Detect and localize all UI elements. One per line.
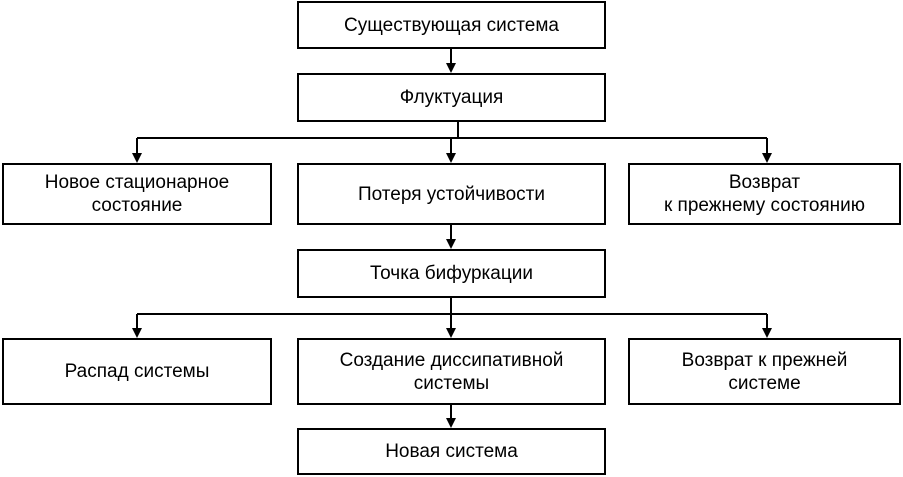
node-label: Новое стационарное состояние [44,172,230,216]
node-new-system: Новая система [297,428,606,475]
node-label: Существующая система [344,14,559,36]
arrowhead-return1 [762,153,772,163]
node-label: Флуктуация [399,87,504,108]
node-label: Точка бифуркации [370,263,533,284]
node-return-previous-system: Возврат к прежней системе [628,338,901,405]
arrowhead-loss [446,153,456,163]
node-return-previous-state: Возврат к прежнему состоянию [628,163,901,225]
arrowhead-bifurcation [446,239,456,249]
node-loss-of-stability: Потеря устойчивости [297,163,606,225]
node-label: Возврат к прежней системе [681,349,848,394]
node-label: Возврат к прежнему состоянию [663,172,866,216]
arrowhead-fluctuation [446,63,456,73]
arrowhead-dissip [446,328,456,338]
node-label: Распад системы [64,361,210,382]
arrowhead-decay [132,328,142,338]
node-dissipative-system: Создание диссипативной системы [297,338,606,405]
arrowhead-newstat [132,153,142,163]
node-existing-system: Существующая система [297,1,606,49]
node-label: Новая система [385,441,518,462]
node-bifurcation-point: Точка бифуркации [297,249,606,298]
node-fluctuation: Флуктуация [297,73,606,122]
node-label: Потеря устойчивости [357,183,545,205]
arrowhead-return2 [762,328,772,338]
arrowhead-newsys [446,418,456,428]
node-new-stationary-state: Новое стационарное состояние [2,163,272,225]
node-system-decay: Распад системы [2,338,272,405]
node-label: Создание диссипативной системы [339,349,564,394]
